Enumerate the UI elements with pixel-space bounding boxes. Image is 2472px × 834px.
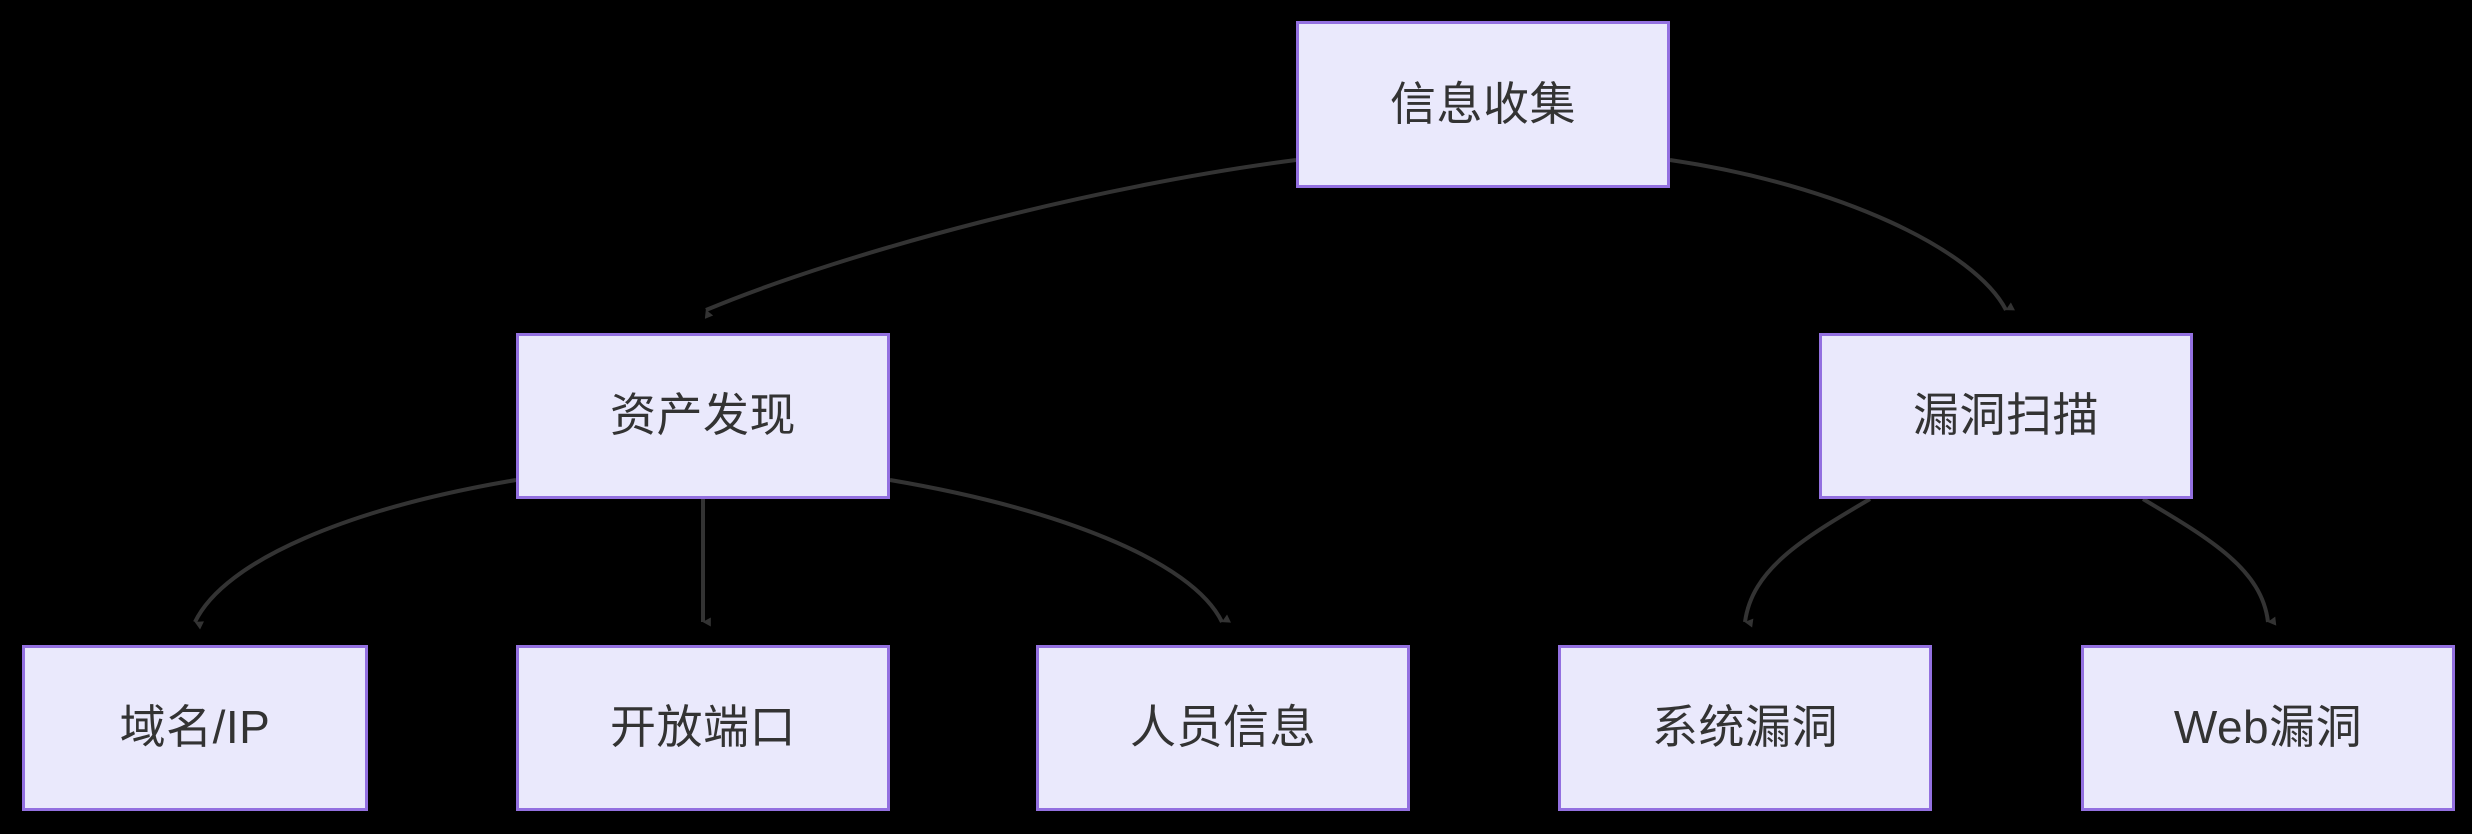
- flow-edge-vuln-scan-to-system-vuln: [1743, 497, 1872, 628]
- flow-edge-asset-discovery-to-personnel-info: [889, 478, 1231, 623]
- flow-node-label: 开放端口: [610, 701, 796, 754]
- flow-node-system-vuln[interactable]: 系统漏洞: [1558, 645, 1932, 811]
- flow-node-label: 信息收集: [1390, 77, 1576, 130]
- flow-node-label: 系统漏洞: [1652, 701, 1838, 754]
- flow-edge-info-gathering-to-vuln-scan: [1669, 158, 2015, 311]
- flow-node-asset-discovery[interactable]: 资产发现: [516, 333, 890, 499]
- flow-node-info-gathering[interactable]: 信息收集: [1296, 21, 1670, 188]
- flow-node-open-ports[interactable]: 开放端口: [516, 645, 890, 811]
- flow-node-label: 人员信息: [1130, 701, 1316, 754]
- flow-node-vuln-scan[interactable]: 漏洞扫描: [1819, 333, 2193, 499]
- flow-node-label: 漏洞扫描: [1913, 389, 2099, 442]
- flow-edge-asset-discovery-to-domain-ip: [193, 478, 517, 630]
- flow-node-domain-ip[interactable]: 域名/IP: [22, 645, 368, 811]
- flow-node-personnel-info[interactable]: 人员信息: [1036, 645, 1410, 811]
- flow-node-label: 域名/IP: [119, 701, 271, 754]
- flow-edge-info-gathering-to-asset-discovery: [704, 158, 1297, 319]
- flow-node-label: 资产发现: [610, 389, 796, 442]
- flow-edge-vuln-scan-to-web-vuln: [2141, 497, 2277, 626]
- flow-node-label: Web漏洞: [2173, 701, 2363, 754]
- flow-node-web-vuln[interactable]: Web漏洞: [2081, 645, 2455, 811]
